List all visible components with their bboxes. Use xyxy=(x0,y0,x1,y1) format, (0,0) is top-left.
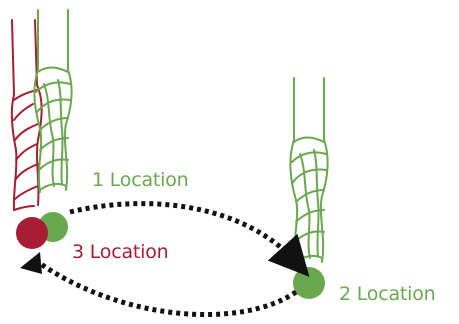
end-mill-green-right xyxy=(289,77,329,263)
location-3-marker xyxy=(16,217,48,249)
label-location-1: 1 Location xyxy=(92,169,189,191)
location-2-marker xyxy=(293,267,325,299)
label-location-3: 3 Location xyxy=(72,241,169,263)
label-location-2: 2 Location xyxy=(339,283,436,305)
arrow-location2-to-location3 xyxy=(36,259,298,318)
end-mill-green-left xyxy=(33,9,73,193)
arrowhead-location3 xyxy=(20,252,42,274)
arrow-location1-to-location2 xyxy=(69,201,310,277)
